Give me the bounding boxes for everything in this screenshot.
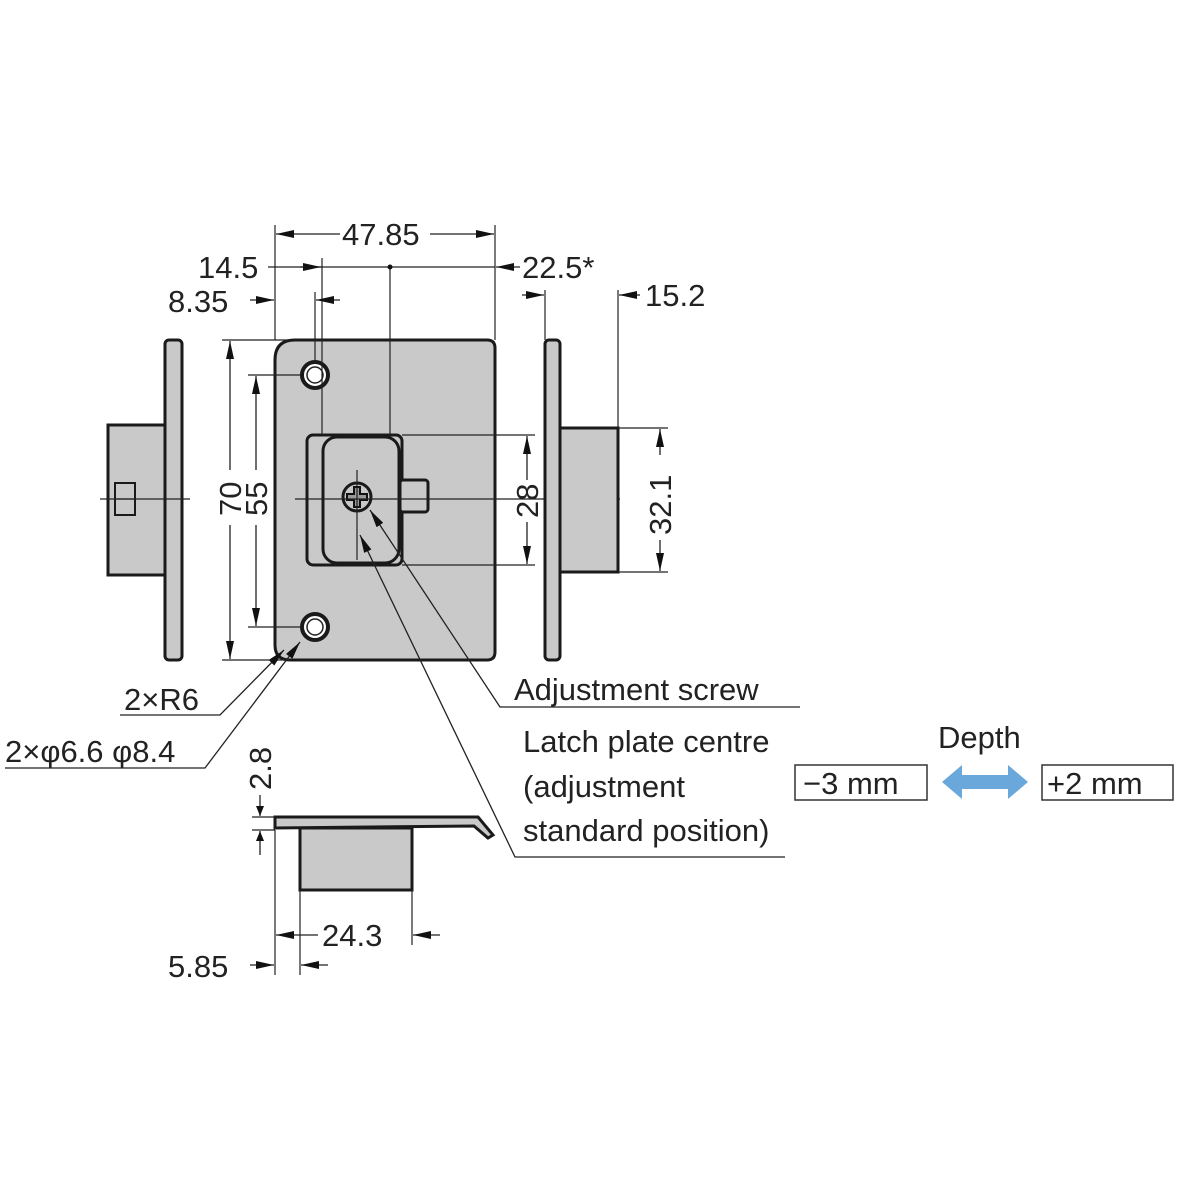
dim-24-3: 24.3: [322, 918, 382, 953]
label-radius: 2×R6: [124, 682, 199, 717]
dim-15-2: 15.2: [645, 278, 705, 313]
dim-2-8: 2.8: [243, 747, 278, 790]
mounting-hole-bottom: [300, 612, 330, 642]
dim-28: 28: [510, 484, 545, 518]
right-side-view: [543, 338, 620, 662]
depth-plus: +2 mm: [1047, 766, 1143, 801]
label-latch-centre-3: standard position): [523, 813, 769, 848]
bottom-view: [273, 815, 496, 892]
dim-32-1: 32.1: [643, 475, 678, 535]
dimension-lines: [5, 225, 800, 975]
depth-minus: −3 mm: [803, 766, 899, 801]
depth-adjustment: Depth −3 mm +2 mm: [794, 720, 1174, 801]
dim-5-85: 5.85: [168, 949, 228, 984]
dim-55: 55: [239, 482, 274, 516]
mounting-hole-top: [300, 360, 330, 390]
left-side-view: [100, 338, 190, 662]
depth-minus-box: [794, 764, 928, 801]
label-adjustment-screw: Adjustment screw: [514, 672, 759, 707]
latch-plate-front: [273, 338, 620, 662]
dim-70: 70: [213, 482, 248, 516]
dim-8-35: 8.35: [168, 284, 228, 319]
label-latch-centre-1: Latch plate centre: [523, 724, 769, 759]
dim-22-5: 22.5*: [522, 250, 594, 285]
dim-47-85: 47.85: [342, 217, 420, 252]
dim-14-5: 14.5: [198, 250, 258, 285]
depth-title: Depth: [938, 720, 1021, 755]
label-latch-centre-2: (adjustment: [523, 769, 685, 804]
depth-plus-box: [1041, 764, 1174, 801]
label-holes: 2×φ6.6 φ8.4: [5, 734, 175, 769]
double-arrow-icon: [942, 765, 1028, 799]
